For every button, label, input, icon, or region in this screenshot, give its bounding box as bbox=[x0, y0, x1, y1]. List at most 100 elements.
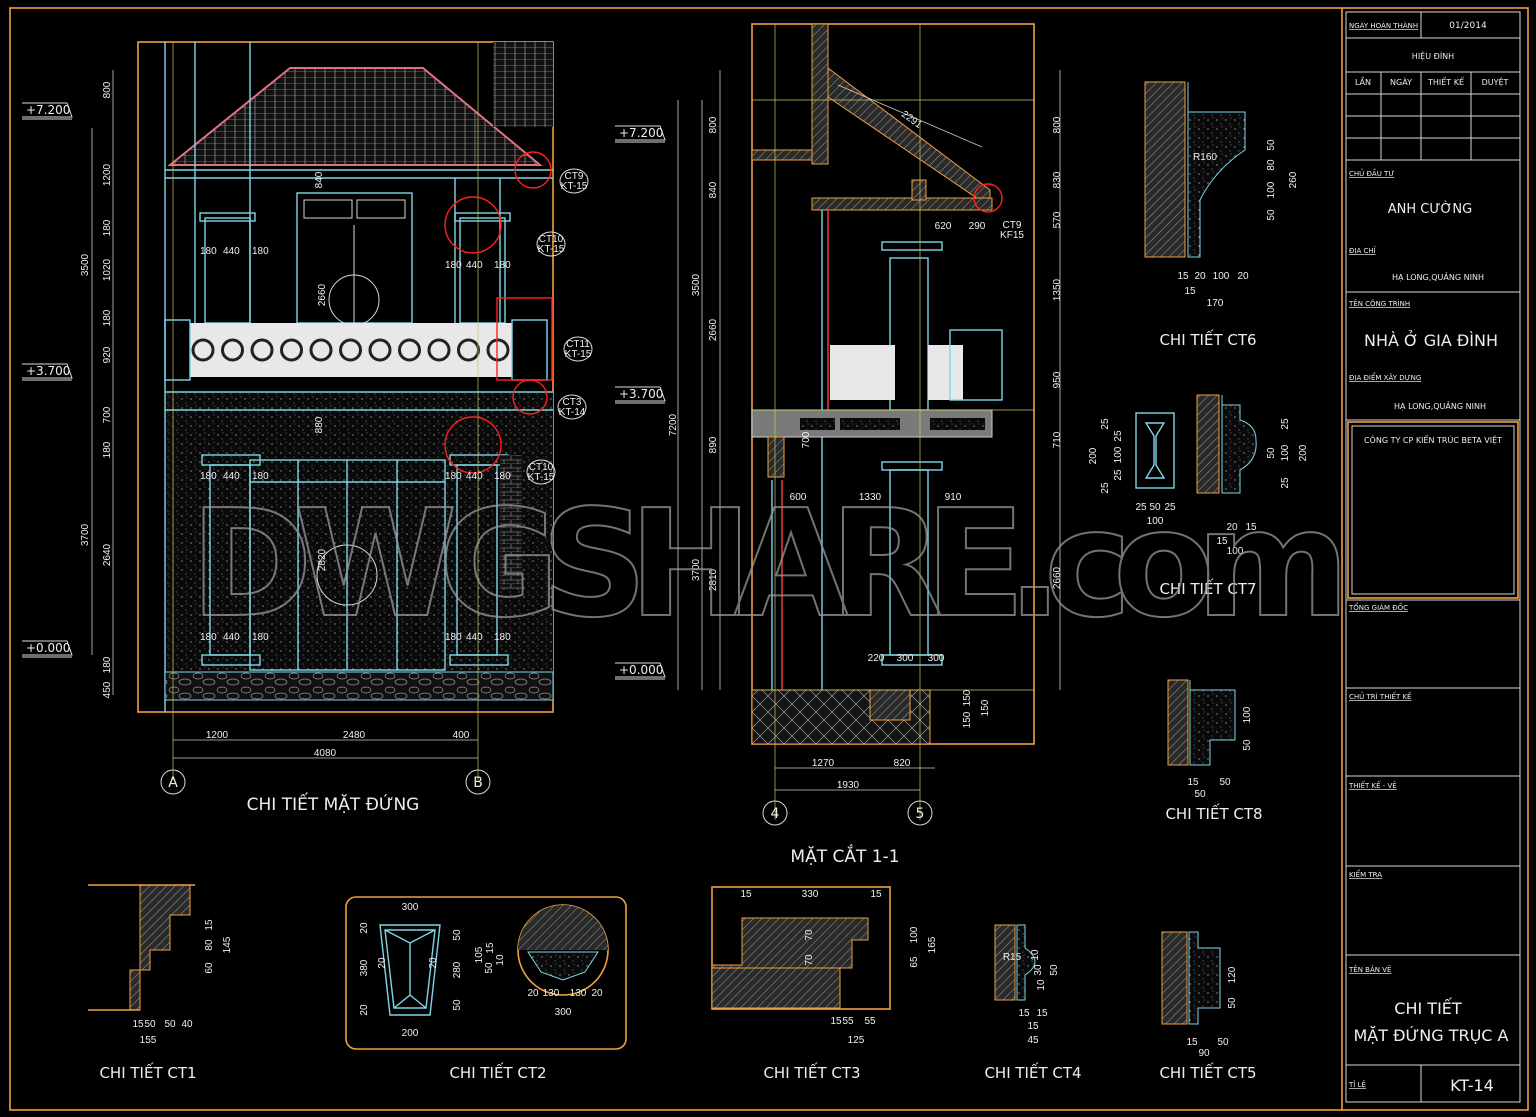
dimension-label: 180 bbox=[102, 219, 113, 236]
dimension-label: 50 bbox=[164, 1019, 176, 1030]
dimension-label: 440 bbox=[223, 246, 240, 257]
dimension-label: 100 bbox=[1266, 181, 1277, 198]
dimension-label: 15 bbox=[740, 889, 752, 900]
dimension-label: 50 bbox=[1149, 502, 1161, 513]
ornament-scroll bbox=[368, 338, 392, 362]
detail-title: CHI TIẾT CT5 bbox=[1159, 1061, 1256, 1082]
dimension-label: 20 bbox=[1237, 271, 1249, 282]
dimension-label: 105 bbox=[474, 946, 485, 963]
dimension-label: 50 bbox=[484, 962, 495, 974]
dimension-label: 180 bbox=[252, 246, 269, 257]
revision-column-header: DUYỆT bbox=[1482, 76, 1509, 88]
level-marker bbox=[22, 640, 73, 658]
dimension-label: 450 bbox=[102, 681, 113, 698]
dimension-label: 180 bbox=[200, 632, 217, 643]
ornament-scroll bbox=[486, 338, 510, 362]
drawing-name: MẶT ĐỨNG TRỤC A bbox=[1354, 1026, 1509, 1045]
scale-label: TỈ LỆ bbox=[1348, 1080, 1366, 1089]
dimension-label: 130 bbox=[543, 988, 560, 999]
dimension-label: 300 bbox=[928, 653, 945, 664]
ornament-scroll bbox=[427, 338, 451, 362]
dimension-label: 15 bbox=[132, 1019, 144, 1030]
dimension-label: 15 bbox=[870, 889, 882, 900]
dimension-label: 130 bbox=[570, 988, 587, 999]
dimension-label: 50 bbox=[1266, 209, 1277, 221]
dimension-label: 1200 bbox=[102, 163, 113, 186]
dimension-label: 45 bbox=[1027, 1035, 1039, 1046]
dimension-label: 15 bbox=[1186, 1037, 1198, 1048]
level-label: +3.700 bbox=[619, 387, 663, 401]
dimension-label: 440 bbox=[466, 260, 483, 271]
dimension-label: 15 bbox=[1036, 1008, 1048, 1019]
drawing-title: MẶT CẮT 1-1 bbox=[790, 843, 899, 867]
dimension-label: 50 bbox=[1194, 789, 1206, 800]
dimension-label: 170 bbox=[1207, 298, 1224, 309]
dimension-label: 100 bbox=[1242, 706, 1253, 723]
designer-label: THIẾT KẾ - VẼ bbox=[1348, 780, 1397, 790]
detail-title: CHI TIẾT CT6 bbox=[1159, 328, 1256, 349]
completion-date: 01/2014 bbox=[1449, 21, 1487, 31]
dimension-label: 440 bbox=[466, 471, 483, 482]
dimension-label: 830 bbox=[1052, 171, 1063, 188]
detail-title: CHI TIẾT CT2 bbox=[449, 1061, 546, 1082]
roof bbox=[167, 67, 543, 166]
dimension-label: 120 bbox=[1227, 966, 1238, 983]
dimension-label: 100 bbox=[1280, 444, 1291, 461]
callout-code: CT10 bbox=[529, 462, 554, 473]
dimension-label: 2820 bbox=[317, 548, 328, 571]
title-block bbox=[1341, 8, 1521, 1110]
sheet-border bbox=[9, 7, 1529, 1111]
eave-slab bbox=[811, 197, 993, 211]
lead-designer-label: CHỦ TRÌ THIẾT KẾ bbox=[1349, 691, 1412, 701]
dimension-label: 50 bbox=[452, 929, 463, 941]
project-label: TÊN CÔNG TRÌNH bbox=[1348, 299, 1410, 308]
dimension-label: 200 bbox=[1298, 444, 1309, 461]
dimension-label: 600 bbox=[790, 492, 807, 503]
callout-sheet: KT-15 bbox=[538, 244, 565, 255]
company-name: CÔNG TY CP KIẾN TRÚC BETA VIỆT bbox=[1364, 434, 1502, 446]
dimension-label: 55 bbox=[864, 1016, 876, 1027]
ornament-scroll bbox=[398, 338, 421, 362]
level-label: +7.200 bbox=[26, 103, 70, 117]
dimension-label: 2480 bbox=[343, 730, 366, 741]
dimension-label: 80 bbox=[1266, 159, 1277, 171]
dimension-label: 840 bbox=[708, 181, 719, 198]
ornament-scroll bbox=[280, 338, 303, 362]
upper-columns bbox=[199, 212, 511, 324]
callout-bubble bbox=[563, 336, 593, 362]
dimension-label: 50 bbox=[144, 1019, 156, 1030]
dimension-label: 15 bbox=[1187, 777, 1199, 788]
section-balustrade bbox=[830, 345, 895, 400]
dimension-label: 1330 bbox=[859, 492, 882, 503]
upper-door bbox=[296, 192, 413, 326]
dimension-label: 200 bbox=[402, 1028, 419, 1039]
dimension-label: 25 bbox=[1135, 502, 1147, 513]
axis-label: A bbox=[168, 775, 178, 791]
callout-bubble bbox=[536, 231, 566, 257]
dimension-label: 10 bbox=[1036, 979, 1047, 991]
dimension-label: 2810 bbox=[708, 568, 719, 591]
dimension-label: 1930 bbox=[837, 780, 860, 791]
callout-code: CT11 bbox=[566, 339, 590, 350]
dimension-label: 50 bbox=[452, 999, 463, 1011]
dimension-label: 4080 bbox=[314, 748, 337, 759]
dimension-label: 20 bbox=[377, 957, 388, 969]
revision-column-header: NGÀY bbox=[1390, 76, 1412, 87]
address-label: ĐỊA CHỈ bbox=[1349, 246, 1376, 255]
sheet-number: KT-14 bbox=[1450, 1076, 1494, 1095]
dimension-label: 10 bbox=[495, 954, 506, 966]
dimension-label: 20 bbox=[1226, 522, 1238, 533]
detail-title: CHI TIẾT CT4 bbox=[984, 1061, 1081, 1082]
callout-code: CT10 bbox=[539, 234, 564, 245]
dimension-label: 800 bbox=[1052, 116, 1063, 133]
stone-plinth bbox=[164, 671, 554, 701]
dimension-label: 3700 bbox=[691, 558, 702, 581]
dimension-label: 65 bbox=[909, 956, 920, 968]
dimension-label: 440 bbox=[466, 632, 483, 643]
dimension-label: 125 bbox=[848, 1035, 865, 1046]
dimension-label: 2660 bbox=[1052, 566, 1063, 589]
level-marker bbox=[615, 386, 666, 404]
dimension-label: 15 bbox=[1177, 271, 1189, 282]
